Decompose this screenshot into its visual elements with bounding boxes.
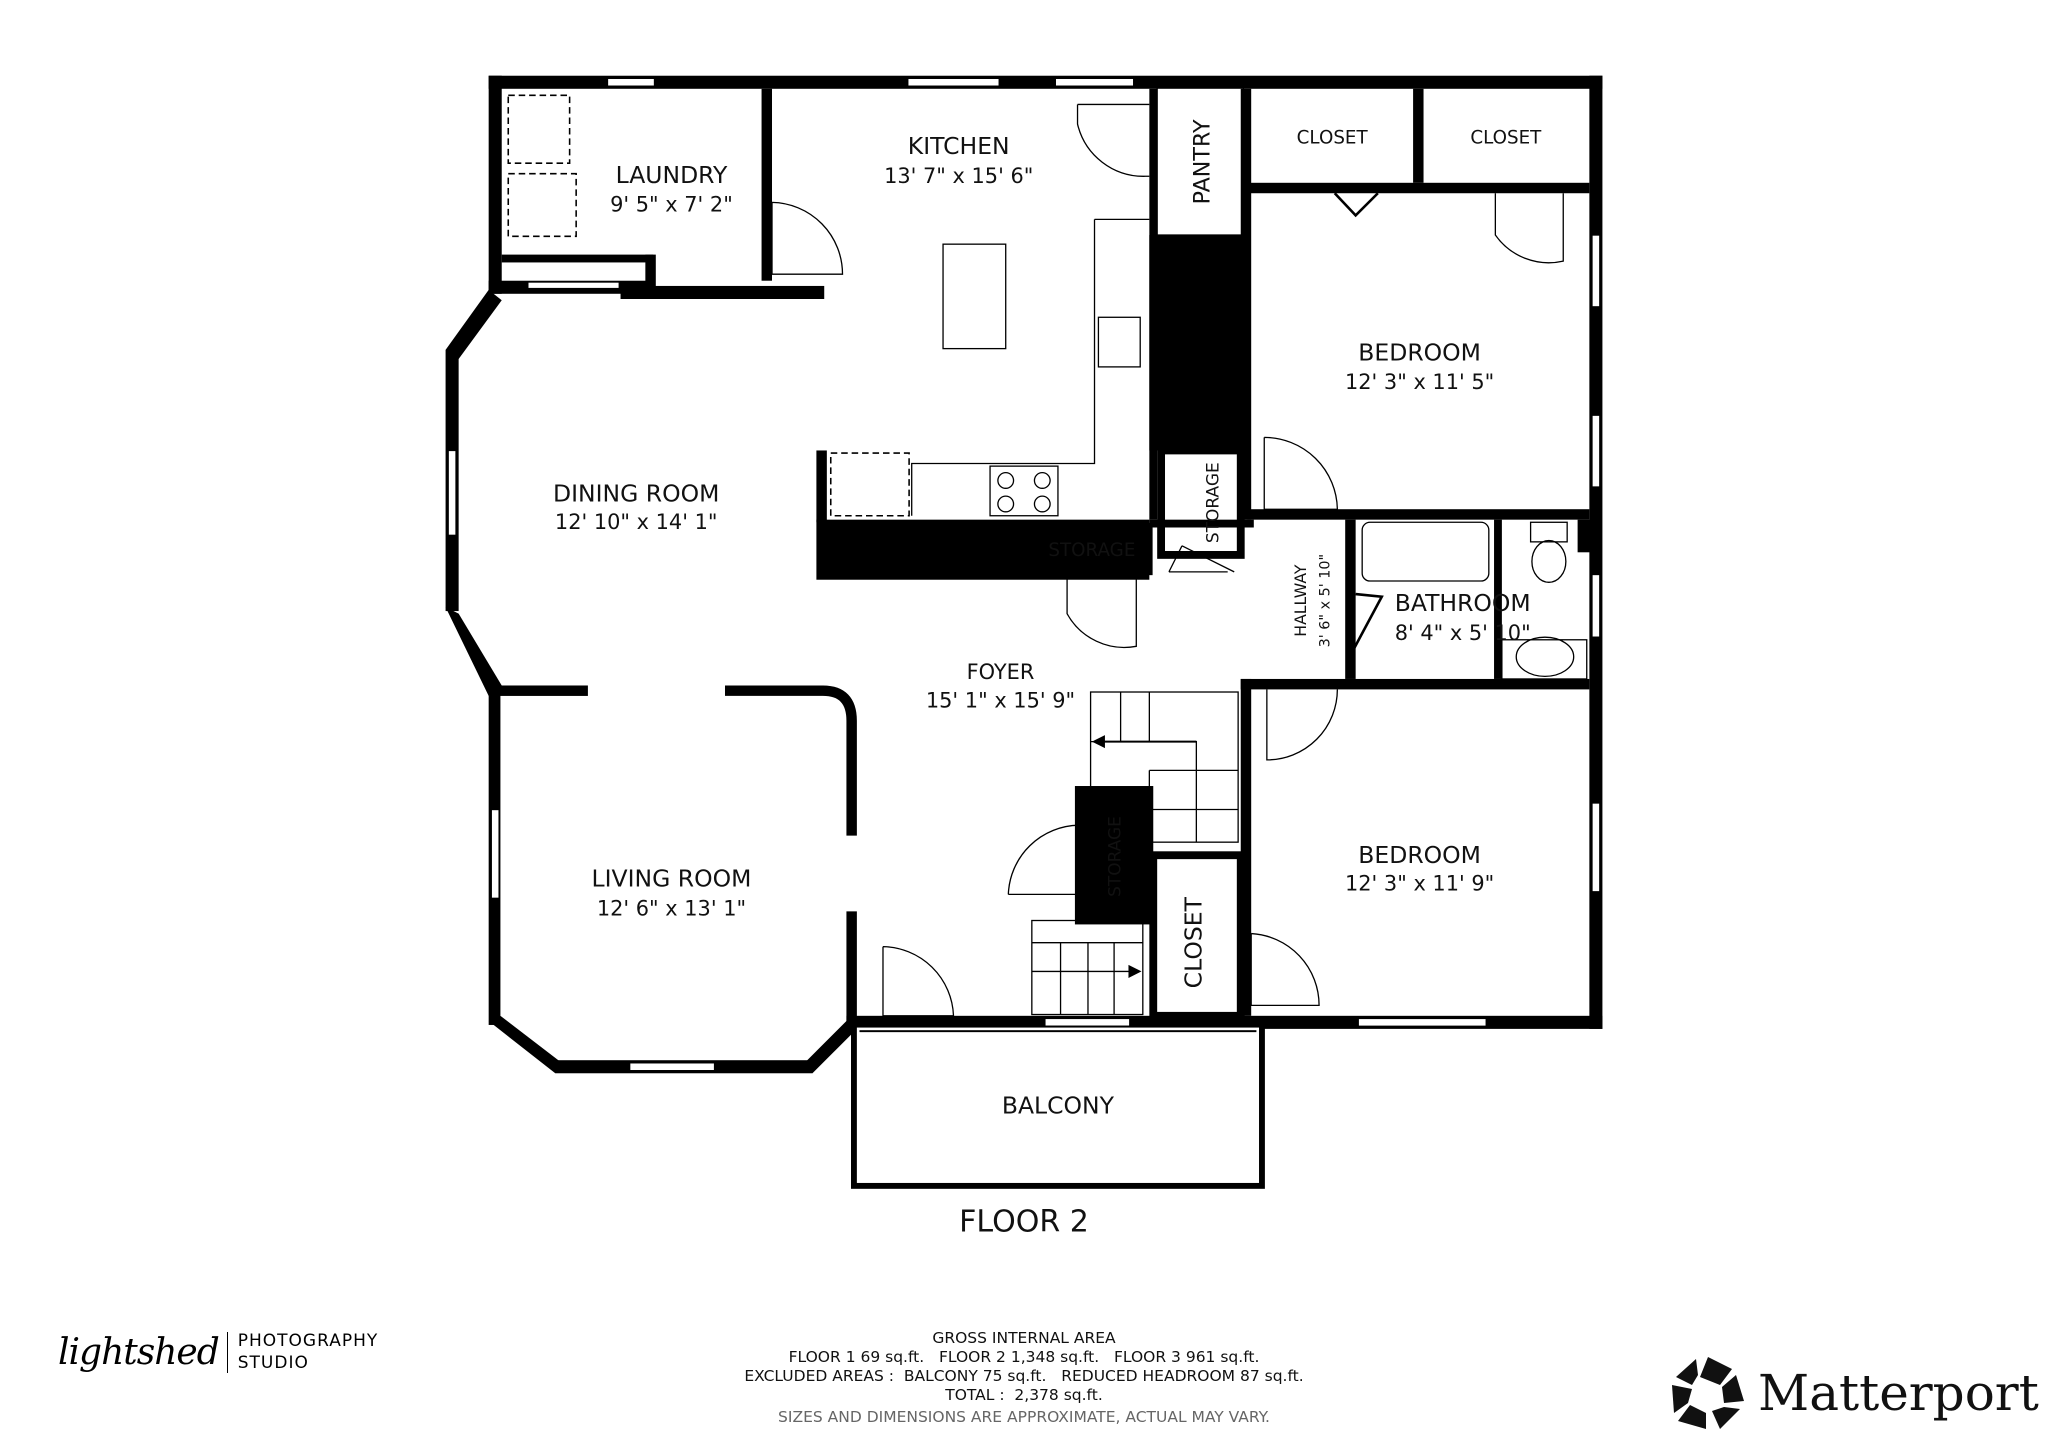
area-disclaimer: SIZES AND DIMENSIONS ARE APPROXIMATE, AC…: [778, 1408, 1270, 1426]
floor-label: FLOOR 2: [959, 1204, 1089, 1239]
balcony-label: BALCONY: [1002, 1092, 1115, 1120]
studio-logo-script: lightshed: [58, 1331, 228, 1373]
closet2-label: CLOSET: [1470, 128, 1542, 149]
foyer-dims: 15' 1" x 15' 9": [926, 689, 1075, 713]
matterport-logo: Matterport: [1670, 1355, 2039, 1431]
kitchen-dims: 13' 7" x 15' 6": [884, 164, 1033, 188]
laundry-label: LAUNDRY: [616, 161, 728, 189]
area-summary: GROSS INTERNAL AREA FLOOR 1 69 sq.ft. FL…: [0, 1329, 2048, 1427]
closet3-label: CLOSET: [1180, 896, 1208, 988]
area-floors: FLOOR 1 69 sq.ft. FLOOR 2 1,348 sq.ft. F…: [788, 1348, 1260, 1366]
bedroom1-dims: 12' 3" x 11' 5": [1345, 370, 1494, 394]
storage1-label: STORAGE: [1048, 540, 1135, 561]
studio-line2: STUDIO: [237, 1353, 309, 1373]
foyer-label: FOYER: [967, 660, 1035, 684]
room-labels: LAUNDRY 9' 5" x 7' 2" KITCHEN 13' 7" x 1…: [553, 119, 1542, 1239]
windows: [447, 77, 1601, 1072]
fixtures: [507, 94, 1588, 1189]
dining-label: DINING ROOM: [553, 479, 719, 507]
studio-line1: PHOTOGRAPHY: [237, 1331, 379, 1351]
bathroom-dims: 8' 4" x 5' 10": [1395, 621, 1531, 645]
area-excluded: EXCLUDED AREAS : BALCONY 75 sq.ft. REDUC…: [744, 1367, 1304, 1385]
closet1-label: CLOSET: [1297, 128, 1369, 149]
hallway-label: HALLWAY: [1291, 564, 1310, 637]
living-dims: 12' 6" x 13' 1": [597, 896, 746, 920]
hallway-dims: 3' 6" x 5' 10": [1318, 554, 1334, 648]
matterport-icon: [1672, 1357, 1744, 1429]
doors: [771, 103, 1564, 1017]
kitchen-label: KITCHEN: [908, 132, 1010, 160]
storage2-label: STORAGE: [1204, 462, 1224, 543]
walls: [445, 75, 1603, 1074]
laundry-dims: 9' 5" x 7' 2": [610, 193, 733, 217]
dining-dims: 12' 10" x 14' 1": [555, 510, 718, 534]
studio-logo: lightshed PHOTOGRAPHY STUDIO: [58, 1330, 378, 1374]
matterport-wordmark: Matterport: [1758, 1364, 2039, 1422]
bedroom2-dims: 12' 3" x 11' 9": [1345, 871, 1494, 895]
pantry-label: PANTRY: [1189, 119, 1215, 204]
stairs: [1031, 691, 1239, 1016]
area-title: GROSS INTERNAL AREA: [932, 1329, 1116, 1347]
bathroom-label: BATHROOM: [1395, 589, 1531, 617]
bedroom2-label: BEDROOM: [1358, 841, 1481, 869]
storage3-label: STORAGE: [1106, 816, 1126, 897]
area-total: TOTAL : 2,378 sq.ft.: [945, 1386, 1103, 1404]
living-label: LIVING ROOM: [592, 865, 752, 893]
bedroom1-label: BEDROOM: [1358, 338, 1481, 366]
